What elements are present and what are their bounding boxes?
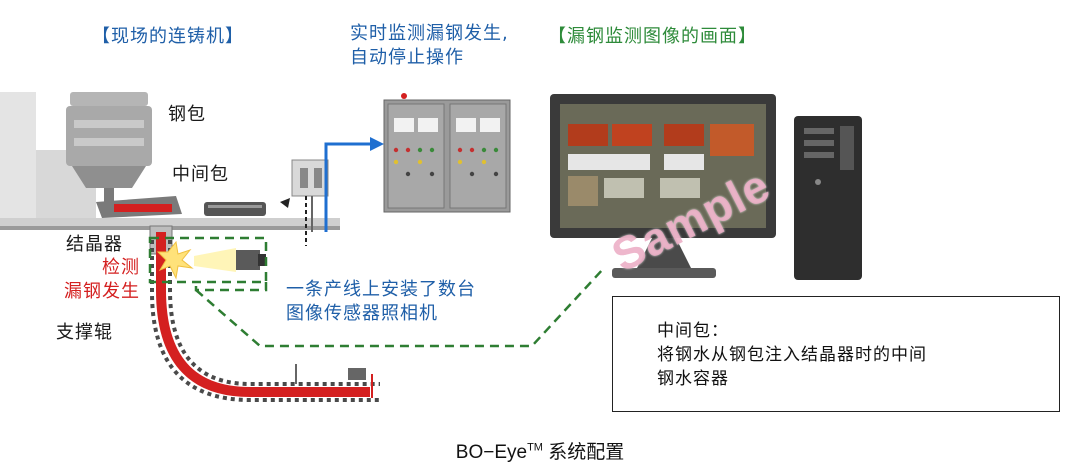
cameras-label: 一条产线上安装了数台 图像传感器照相机 bbox=[286, 278, 476, 326]
detection-highlight bbox=[148, 236, 605, 348]
alarm-arrow bbox=[324, 142, 372, 232]
caption-main: BO−Eye bbox=[455, 442, 528, 463]
realtime-monitor-line2: 自动停止操作 bbox=[350, 47, 464, 68]
tundish-note-text: 中间包： 将钢水从钢包注入结晶器时的中间 钢水容器 bbox=[657, 319, 927, 391]
caption-rest: 系统配置 bbox=[542, 442, 625, 463]
monitor-display bbox=[550, 94, 776, 278]
note-line3: 钢水容器 bbox=[657, 369, 729, 389]
caster-tower bbox=[291, 159, 329, 246]
cameras-line1: 一条产线上安装了数台 bbox=[286, 279, 476, 300]
tundish-note-box: 中间包： 将钢水从钢包注入结晶器时的中间 钢水容器 bbox=[612, 296, 1060, 412]
realtime-monitor-label: 实时监测漏钢发生, 自动停止操作 bbox=[350, 22, 509, 70]
camera-icon bbox=[194, 248, 266, 272]
caption-trademark: TM bbox=[527, 441, 543, 454]
figure-caption: BO−EyeTM 系统配置 bbox=[0, 437, 1080, 464]
support-roll-label: 支撑辊 bbox=[56, 322, 113, 343]
breakout-flash bbox=[156, 240, 194, 280]
monitor-screen-label: 【漏钢监测图像的画面】 bbox=[548, 26, 757, 47]
ladle-label: 钢包 bbox=[168, 104, 206, 125]
note-line2: 将钢水从钢包注入结晶器时的中间 bbox=[657, 345, 927, 365]
ladle-illustration bbox=[66, 92, 152, 204]
tundish-illustration bbox=[96, 196, 290, 218]
breakout-detect-label: 检测 漏钢发生 bbox=[48, 256, 140, 304]
cameras-line2: 图像传感器照相机 bbox=[286, 303, 438, 324]
site-caster-label: 【现场的连铸机】 bbox=[92, 26, 244, 47]
pc-tower bbox=[794, 116, 862, 280]
mold-label: 结晶器 bbox=[66, 234, 123, 255]
control-cabinet bbox=[383, 93, 511, 213]
breakout-detect-line2: 漏钢发生 bbox=[64, 281, 140, 302]
arrow-head-icon bbox=[370, 137, 384, 151]
tundish-label: 中间包 bbox=[172, 164, 229, 185]
note-line1: 中间包： bbox=[657, 321, 729, 341]
steel-strand bbox=[150, 232, 380, 402]
breakout-detect-line1: 检测 bbox=[102, 257, 140, 278]
realtime-monitor-line1: 实时监测漏钢发生, bbox=[350, 23, 509, 44]
